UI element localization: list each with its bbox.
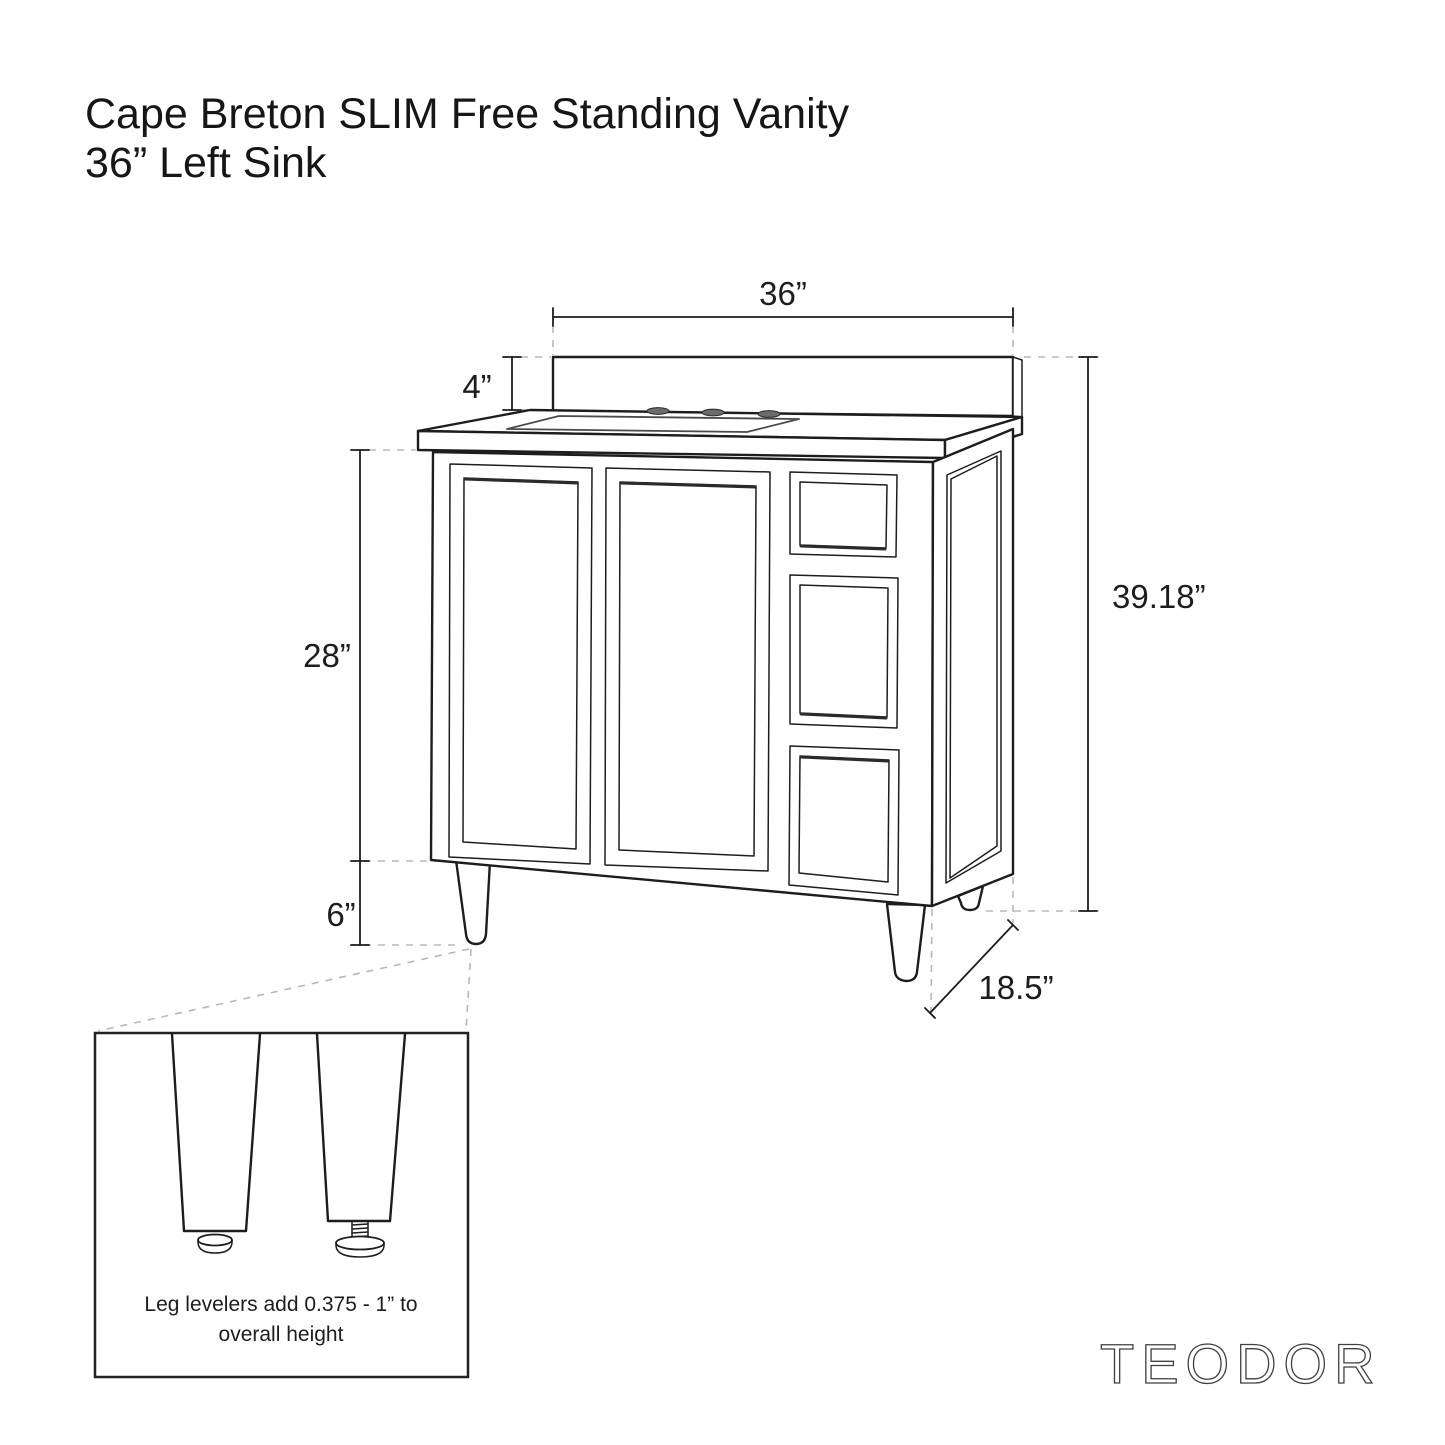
dimension-lines (350, 307, 1098, 1019)
inset-leg-right (315, 1032, 407, 1223)
door-right-panel-shadow (619, 481, 757, 489)
dim-6 (350, 860, 370, 946)
dim-label-backsplash-height: 4” (462, 368, 491, 405)
dim-label-overall-height: 39.18” (1112, 578, 1206, 615)
dim-18-5 (924, 919, 1019, 1019)
backsplash (551, 355, 1015, 418)
drawer-middle[interactable] (789, 574, 899, 729)
inset-leveler-right (335, 1220, 385, 1258)
side-panel-inner-frame (945, 450, 1002, 884)
dim-label-depth: 18.5” (978, 969, 1053, 1006)
inset-leg-left (170, 1032, 262, 1233)
door-left[interactable] (448, 463, 593, 865)
dim-4 (502, 356, 522, 411)
dim-28 (350, 449, 370, 862)
brand-logo: TEODOR (1100, 1332, 1382, 1395)
inset-leveler-left (197, 1233, 233, 1254)
door-right[interactable] (604, 467, 771, 872)
inset-box (93, 1031, 470, 1379)
faucet-holes (646, 407, 781, 418)
backsplash-edge (1012, 356, 1023, 418)
front-right-leg (885, 902, 927, 983)
leg-detail-inset: Leg levelers add 0.375 - 1” to overall h… (93, 1031, 470, 1379)
legs (454, 858, 985, 983)
countertop-side-edge (943, 415, 1024, 460)
dim-label-top-width: 36” (759, 275, 807, 312)
page-title-line2: 36” Left Sink (85, 139, 327, 187)
sink-cutout (506, 415, 800, 433)
drawer-middle-shadow (799, 712, 888, 720)
vanity-drawing (416, 355, 1024, 983)
inset-caption-line2: overall height (219, 1323, 344, 1346)
drawer-bottom[interactable] (788, 745, 900, 896)
front-left-leg (454, 858, 492, 946)
dim-label-cabinet-height: 28” (303, 637, 351, 674)
back-right-leg (956, 884, 985, 912)
door-left-panel-shadow (463, 477, 579, 485)
cabinet-side-panel (930, 427, 1015, 908)
dim-39-18 (1078, 356, 1098, 912)
drawer-bottom-shadow (799, 755, 890, 763)
inset-caption-line1: Leg levelers add 0.375 - 1” to (144, 1293, 417, 1316)
dim-36 (552, 307, 1014, 327)
drawer-top[interactable] (789, 471, 898, 558)
drawer-top-shadow (799, 544, 887, 551)
dim-label-leg-height: 6” (326, 896, 355, 933)
page-title-line1: Cape Breton SLIM Free Standing Vanity (85, 90, 850, 138)
side-panel-bevel (949, 455, 998, 879)
